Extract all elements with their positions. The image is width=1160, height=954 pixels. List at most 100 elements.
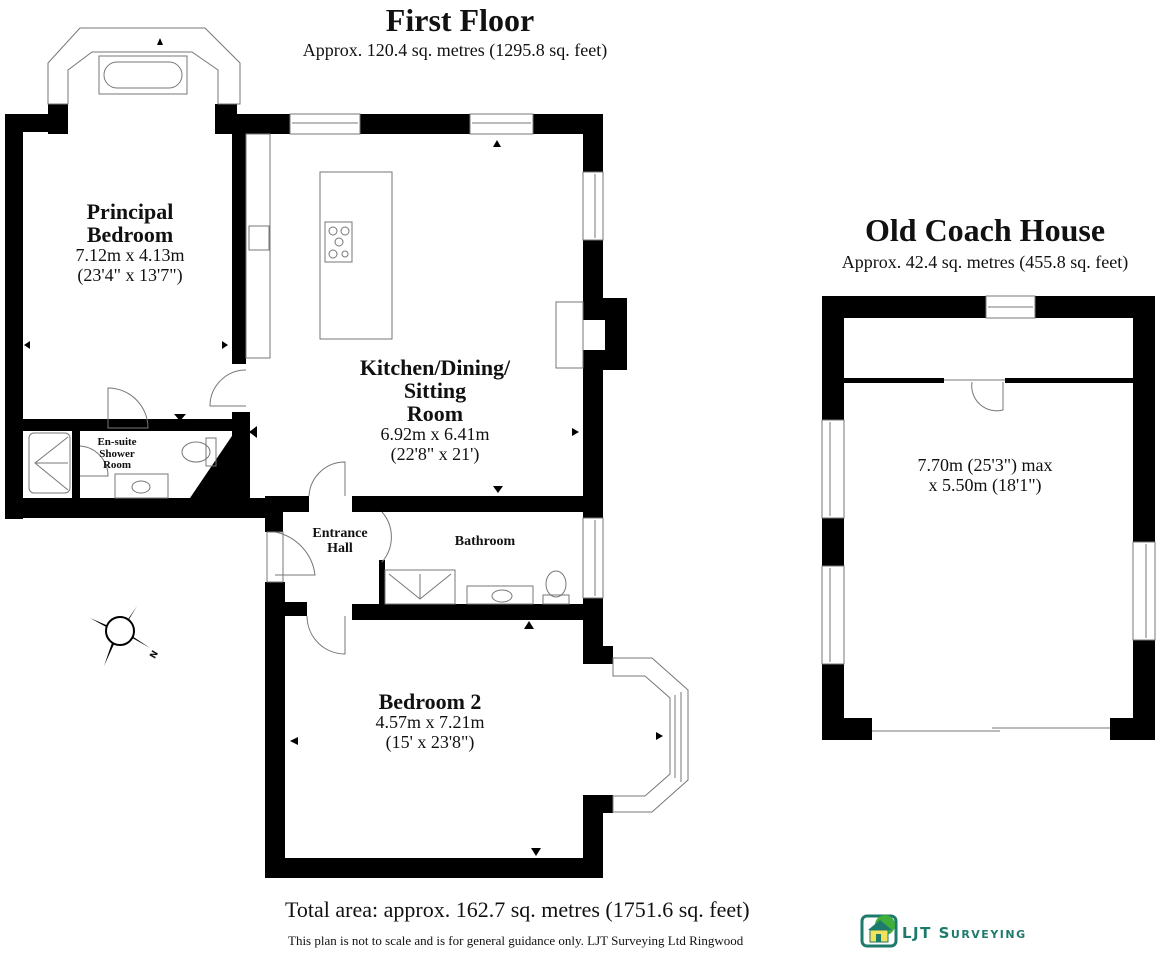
room-bathroom: Bathroom (430, 534, 540, 550)
first-floor-title: First Floor (385, 2, 535, 38)
sink (248, 225, 270, 251)
room-name: En-suite (97, 436, 137, 448)
room-name: Sitting (403, 378, 467, 404)
window (582, 171, 604, 241)
room-name: Kitchen/Dining/ (359, 355, 511, 380)
door-swing (971, 381, 1004, 412)
wall (379, 560, 385, 606)
room-dimensions-line: x 5.50m (18'1") (928, 474, 1042, 495)
shower-tray (384, 569, 456, 605)
room-name: Bedroom (86, 222, 174, 248)
window (582, 517, 604, 599)
wall (1110, 718, 1155, 740)
window (821, 419, 845, 519)
toilet-cistern (205, 437, 217, 467)
bay-window (612, 657, 689, 813)
wall (583, 512, 603, 518)
wall (5, 498, 267, 518)
window (289, 113, 361, 135)
coach-house-dimensions: 7.70m (25'3") max x 5.50m (18'1") (880, 455, 1090, 496)
hob (324, 221, 353, 263)
window (469, 113, 534, 135)
room-kitchen-dining-sitting: Kitchen/Dining/ Sitting Room 6.92m x 6.4… (330, 356, 540, 465)
wall (48, 104, 68, 134)
room-name: Entrance (312, 526, 368, 541)
room-name: Bedroom 2 (378, 689, 482, 714)
room-entrance-hall: Entrance Hall (300, 526, 380, 556)
room-name: Hall (327, 540, 353, 556)
wall (583, 350, 603, 518)
basin (466, 585, 534, 605)
toilet (545, 570, 567, 598)
door-swing (306, 615, 346, 655)
walls (5, 104, 1155, 878)
wall (352, 604, 603, 620)
coach-house-title: Old Coach House (864, 212, 1106, 248)
wall (265, 512, 283, 532)
room-dimensions-metric: 6.92m x 6.41m (380, 424, 490, 445)
wall (1133, 640, 1155, 740)
wall (265, 582, 285, 878)
wall (215, 104, 237, 134)
wall (1005, 378, 1133, 383)
room-name: Room (406, 401, 464, 427)
wall (583, 598, 603, 620)
window (266, 531, 284, 583)
wall (265, 496, 309, 512)
compass-icon (90, 606, 150, 666)
toilet-cistern (542, 594, 570, 605)
room-principal-bedroom: Principal Bedroom 7.12m x 4.13m (23'4" x… (40, 200, 220, 286)
room-dimensions-imperial: (15' x 23'8") (385, 731, 475, 752)
wall (72, 425, 80, 500)
bathtub (98, 55, 188, 95)
room-dimensions-metric: 4.57m x 7.21m (375, 712, 485, 733)
wall (583, 646, 613, 664)
room-name: Room (102, 459, 132, 472)
wall (232, 114, 290, 134)
ljt-surveying-logo: LJT Surveying (902, 924, 1027, 942)
coach-house-area: Approx. 42.4 sq. metres (455.8 sq. feet) (841, 252, 1129, 272)
dimension-markers (24, 38, 663, 856)
wall (583, 114, 603, 172)
wall (822, 718, 872, 740)
total-area: Total area: approx. 162.7 sq. metres (17… (285, 897, 750, 922)
wall (265, 858, 603, 878)
wall (1133, 296, 1155, 542)
ljt-logo-icon (860, 914, 898, 948)
room-ensuite-shower: En-suite Shower Room (80, 436, 154, 472)
room-name: Shower (99, 447, 135, 460)
window (985, 295, 1036, 319)
kitchen-island (319, 171, 393, 340)
room-dimensions-line: 7.70m (25'3") max (917, 455, 1053, 475)
door-swing (308, 461, 346, 497)
door-swing (209, 369, 247, 407)
window (821, 565, 845, 665)
room-dimensions-imperial: (23'4" x 13'7") (77, 264, 183, 285)
kitchen-counter (245, 133, 271, 359)
fixtures (28, 27, 1156, 813)
wall (352, 496, 603, 512)
wall (822, 296, 844, 420)
window (1132, 541, 1156, 641)
wall (285, 602, 307, 616)
wall (844, 378, 944, 383)
basin (114, 473, 169, 499)
disclaimer: This plan is not to scale and is for gen… (288, 933, 744, 948)
room-dimensions-metric: 7.12m x 4.13m (75, 245, 185, 266)
wall (583, 795, 603, 878)
door-swing (107, 387, 149, 429)
wall (23, 419, 248, 431)
room-dimensions-imperial: (22'8" x 21') (390, 444, 480, 465)
wall (232, 412, 250, 502)
bathtub-basin (103, 61, 183, 89)
wall (360, 114, 470, 134)
bay-window (47, 27, 241, 105)
toilet (181, 441, 211, 463)
wall (232, 114, 246, 364)
fireplace-hearth (555, 301, 584, 369)
wall (822, 518, 844, 566)
wall (822, 296, 986, 318)
wall (583, 240, 603, 298)
room-name: Bathroom (454, 534, 516, 549)
